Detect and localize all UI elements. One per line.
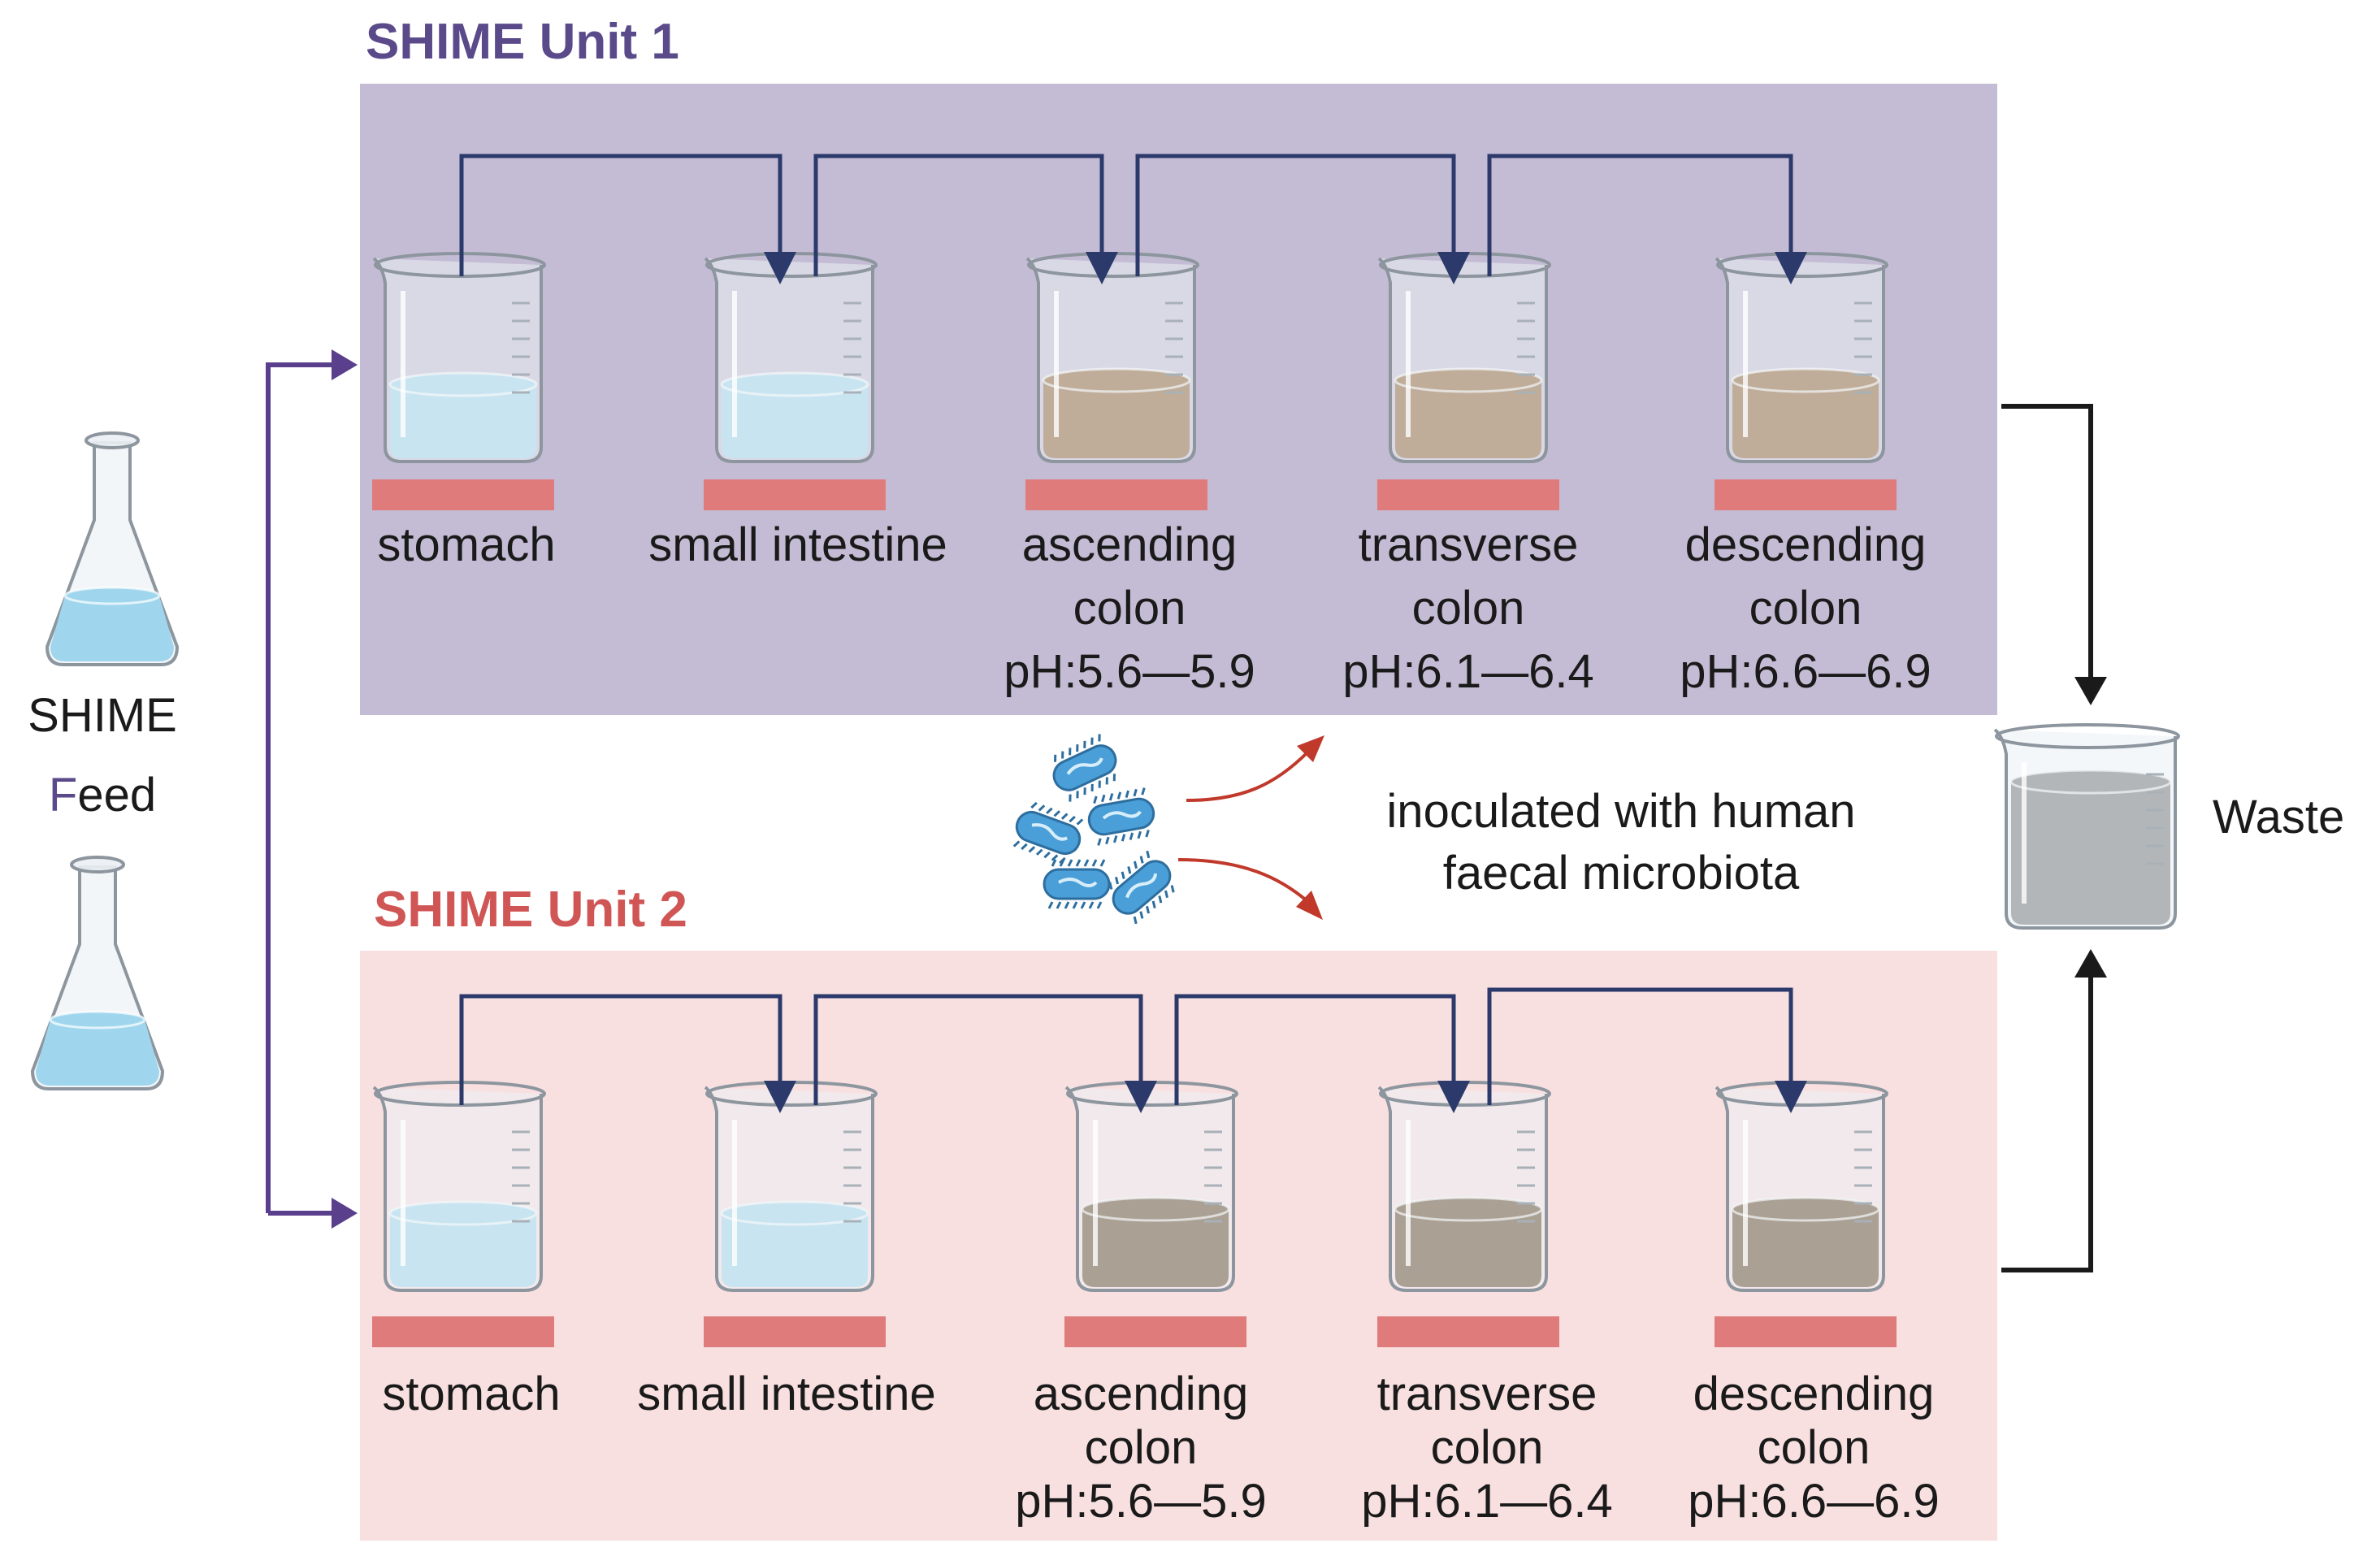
unit2-transfer-arrow: [459, 994, 796, 1113]
unit1-title: SHIME Unit 1: [366, 14, 679, 70]
unit1-transverse-colon-label-line2: colon: [1412, 582, 1525, 635]
unit2-ascending-colon-vessel-glass: [1064, 1086, 1235, 1292]
unit2-transverse-colon-vessel-glass: [1377, 1086, 1548, 1292]
unit2-descending-colon-label-bar: [1715, 1316, 1897, 1347]
unit2-ascending-colon-label-line2: colon: [1085, 1421, 1198, 1474]
unit1-transfer-arrow: [1487, 154, 1807, 284]
feed-arrow: [266, 362, 351, 1216]
unit1-stomach-vessel: [372, 252, 546, 463]
unit1-ascending-colon-vessel: [1025, 252, 1199, 463]
unit2-descending-colon-vessel: [1715, 1081, 1888, 1292]
unit1-stomach-label-bar: [372, 479, 554, 510]
inoculation-arrow-unit1: [1186, 750, 1310, 802]
unit1-transverse-colon-label-line3: pH:6.1—6.4: [1342, 645, 1594, 698]
unit2-stomach-label-bar: [372, 1316, 554, 1347]
unit2-transverse-colon-label-bar: [1377, 1316, 1559, 1347]
inoculation-arrowhead-unit1: [1297, 735, 1324, 762]
unit2-transverse-colon-label-line3: pH:6.1—6.4: [1361, 1475, 1613, 1528]
unit1-ascending-colon-label-line3: pH:5.6—5.9: [1004, 645, 1255, 698]
inoculation-text-line2: faecal microbiota: [1443, 847, 1800, 900]
unit2-small-intestine-vessel: [704, 1081, 878, 1292]
unit2-small-intestine-label-line1: small intestine: [637, 1368, 935, 1420]
waste-beaker: [1993, 723, 2180, 930]
feed-label-line2: Feed: [49, 769, 156, 822]
unit1-small-intestine-vessel-glass: [704, 257, 874, 463]
unit2-descending-colon-label-line3: pH:6.6—6.9: [1688, 1475, 1940, 1528]
unit1-small-intestine-vessel: [704, 252, 878, 463]
unit1-descending-colon-label-line3: pH:6.6—6.9: [1680, 645, 1931, 698]
feed-flask-bottom-liquid: [36, 1020, 159, 1086]
bacterium-icon: [1043, 859, 1111, 909]
waste-arrowhead-unit1: [2074, 677, 2107, 705]
unit1-stomach-label-line1: stomach: [377, 518, 555, 571]
unit1-descending-colon-vessel: [1715, 252, 1888, 463]
unit2-transverse-colon-vessel: [1377, 1081, 1551, 1292]
feed-arrowhead-unit2: [332, 1198, 358, 1229]
feed-flask-bottom: [30, 856, 165, 1090]
unit2-small-intestine-vessel-glass: [704, 1086, 874, 1292]
bacterium-icon: [1108, 850, 1175, 925]
waste-vessel: [1993, 723, 2180, 930]
waste-arrowhead-unit2: [2074, 949, 2107, 978]
inoculation-arrowhead-unit2: [1296, 891, 1323, 920]
unit2-descending-colon-vessel-glass: [1715, 1086, 1885, 1292]
unit2-ascending-colon-vessel: [1064, 1081, 1238, 1292]
feed-rest: eed: [77, 769, 156, 822]
bacterium-icon: [1052, 734, 1117, 802]
unit1-stomach-vessel-glass: [372, 257, 543, 463]
unit2-title: SHIME Unit 2: [374, 882, 687, 938]
unit2-transverse-colon-label-line1: transverse: [1377, 1368, 1598, 1420]
unit1-ascending-colon-label-line2: colon: [1073, 582, 1186, 635]
inoculation-arrow-unit2: [1177, 858, 1310, 904]
bacterium-icon: [1012, 801, 1084, 865]
unit2-stomach-vessel-glass: [372, 1086, 543, 1292]
unit1-transverse-colon-label-line1: transverse: [1359, 518, 1579, 571]
unit2-stomach-label-line1: stomach: [382, 1368, 560, 1420]
unit2-transverse-colon-label-line2: colon: [1431, 1421, 1544, 1474]
unit2-descending-colon-label-line1: descending: [1693, 1368, 1935, 1420]
unit1-transfer-arrow: [459, 154, 796, 284]
unit1-transfer-arrow: [1135, 154, 1470, 284]
unit1-transverse-colon-label-bar: [1377, 479, 1559, 510]
unit1-ascending-colon-vessel-glass: [1025, 257, 1196, 463]
unit2-transfer-arrow: [1487, 987, 1807, 1113]
unit2-ascending-colon-label-line1: ascending: [1034, 1368, 1248, 1420]
waste-label: Waste: [2213, 791, 2344, 843]
unit2-transfer-arrow: [1174, 994, 1470, 1113]
bacteria-cluster: [1012, 734, 1175, 925]
unit1-ascending-colon-label-bar: [1025, 479, 1207, 510]
waste-arrow-unit1: [2001, 404, 2093, 683]
bacterium-icon: [1087, 787, 1155, 846]
unit2-stomach-vessel: [372, 1081, 546, 1292]
unit1-descending-colon-vessel-glass: [1715, 257, 1885, 463]
feed-flask-top-liquid: [50, 596, 174, 661]
unit1-descending-colon-label-bar: [1715, 479, 1897, 510]
unit1-transverse-colon-vessel: [1377, 252, 1551, 463]
unit1-vessels: stomach small intestine ascending colon pH:5…: [372, 154, 1931, 698]
unit1-descending-colon-label-line1: descending: [1685, 518, 1927, 571]
unit1-transverse-colon-vessel-glass: [1377, 257, 1548, 463]
unit1-ascending-colon-label-line1: ascending: [1022, 518, 1237, 571]
unit2-ascending-colon-label-line3: pH:5.6—5.9: [1015, 1475, 1267, 1528]
unit1-descending-colon-label-line2: colon: [1749, 582, 1862, 635]
unit2-small-intestine-label-bar: [704, 1316, 886, 1347]
feed-label-line1: SHIME: [28, 689, 177, 742]
waste-arrow-unit2: [2001, 973, 2093, 1272]
unit1-small-intestine-label-line1: small intestine: [648, 518, 947, 571]
feed-flasks: [30, 431, 180, 1090]
unit2-descending-colon-label-line2: colon: [1758, 1421, 1871, 1474]
unit1-transfer-arrow: [813, 154, 1118, 284]
unit1-small-intestine-label-bar: [704, 479, 886, 510]
unit2-transfer-arrow: [813, 994, 1157, 1113]
unit2-ascending-colon-label-bar: [1064, 1316, 1246, 1347]
inoculation-text-line1: inoculated with human: [1386, 785, 1855, 838]
feed-flask-top: [45, 431, 180, 666]
feed-initial: F: [49, 769, 77, 822]
feed-arrowhead-unit1: [332, 349, 358, 380]
